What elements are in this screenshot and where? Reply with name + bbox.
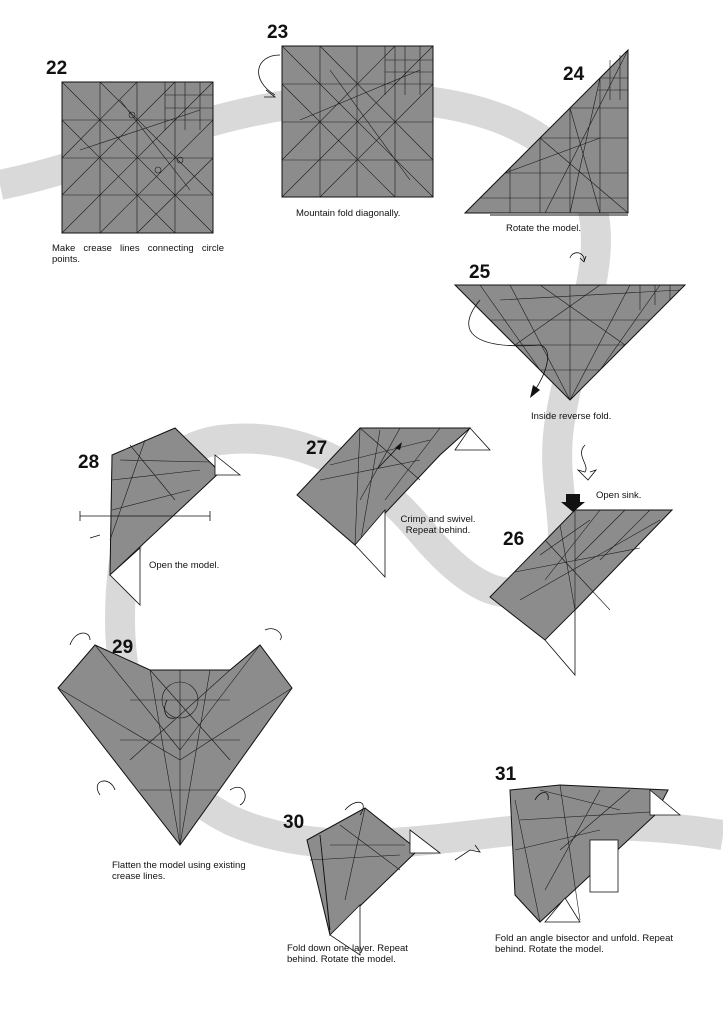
- step-25-caption: Inside reverse fold.: [531, 411, 612, 422]
- step-25-number: 25: [469, 262, 491, 283]
- step-24-diagram: [463, 48, 629, 216]
- step-26-caption: Open sink.: [596, 490, 642, 501]
- step-31-diagram: [509, 784, 682, 923]
- step-23-number: 23: [267, 22, 289, 43]
- step-24-caption: Rotate the model.: [506, 223, 581, 234]
- step-29-number: 29: [112, 637, 134, 658]
- step-23-diagram: [258, 45, 434, 198]
- step-28-diagram: [79, 427, 242, 606]
- step-30-caption: Fold down one layer. Repeat behind. Rota…: [287, 943, 408, 965]
- step-26-diagram: [489, 494, 674, 677]
- step-30-diagram: [306, 801, 442, 956]
- step-24-number: 24: [563, 64, 585, 85]
- step-25-diagram: [453, 284, 687, 401]
- step-28-caption: Open the model.: [149, 560, 220, 571]
- step-23-caption: Mountain fold diagonally.: [296, 208, 401, 219]
- right-arrow: [454, 844, 481, 861]
- step-26-number: 26: [503, 529, 525, 550]
- step-30-number: 30: [283, 812, 305, 833]
- rotate-icon: [569, 252, 587, 263]
- step-29-diagram: [57, 628, 293, 846]
- step-28-number: 28: [78, 452, 100, 473]
- step-27-diagram: [296, 427, 491, 579]
- step-31-number: 31: [495, 764, 517, 785]
- step-22-caption: Make crease lines connecting circle poin…: [52, 243, 224, 265]
- step-31-caption: Fold an angle bisector and unfold. Repea…: [495, 933, 673, 955]
- step-29-caption: Flatten the model using existing crease …: [112, 860, 246, 882]
- step-27-number: 27: [306, 438, 328, 459]
- step-22-number: 22: [46, 58, 68, 79]
- step-27-caption: Crimp and swivel. Repeat behind.: [400, 514, 476, 536]
- down-arrow: [576, 444, 598, 481]
- step-22-diagram: [61, 81, 214, 234]
